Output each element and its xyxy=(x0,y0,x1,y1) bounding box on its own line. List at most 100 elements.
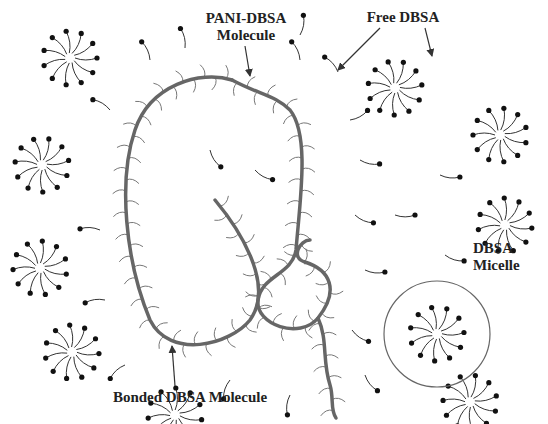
free-dbsa-head xyxy=(377,161,382,166)
surfactant-head xyxy=(484,421,489,424)
surfactant-tail xyxy=(411,328,432,333)
surfactant-tail xyxy=(477,138,496,150)
bonded-dbsa-strand xyxy=(243,274,256,276)
surfactant-tail xyxy=(399,90,419,100)
surfactant-tail xyxy=(448,386,466,399)
bonded-dbsa-strand xyxy=(285,222,298,225)
surfactant-tail xyxy=(393,93,395,115)
free-dbsa-head xyxy=(139,39,144,44)
bonded-dbsa-strand xyxy=(316,282,329,285)
surfactant-tail xyxy=(370,90,390,99)
surfactant-tail xyxy=(501,108,505,130)
surfactant-tail xyxy=(397,62,404,83)
bonded-dbsa-strand xyxy=(233,214,242,224)
surfactant-tail xyxy=(473,383,488,399)
bonded-dbsa-strand xyxy=(273,101,277,114)
free-dbsa-tail xyxy=(440,175,460,178)
free-dbsa-head xyxy=(83,300,88,305)
surfactant-tail xyxy=(475,396,496,401)
surfactant-tail xyxy=(74,43,93,55)
free-dbsa-tail xyxy=(365,270,385,273)
bonded-dbsa-strand xyxy=(156,323,168,329)
surfactant-tail xyxy=(398,92,409,111)
bonded-dbsa-strand xyxy=(316,296,327,304)
bonded-dbsa-strand xyxy=(173,86,177,99)
free-dbsa-head xyxy=(301,13,306,18)
surfactant-tail xyxy=(180,405,200,414)
surfactant-tail xyxy=(473,133,495,135)
surfactant-tail xyxy=(75,58,97,60)
bonded-dbsa-strand xyxy=(131,299,142,306)
surfactant-head xyxy=(417,97,422,102)
bonded-dbsa-strand xyxy=(289,179,302,183)
surfactant-head xyxy=(63,256,68,261)
surfactant-head xyxy=(19,145,24,150)
surfactant-tail xyxy=(500,140,504,162)
surfactant-head xyxy=(486,157,491,162)
free-dbsa-tail xyxy=(180,29,185,48)
bonded-dbsa-strand xyxy=(305,327,312,338)
surfactant-tail xyxy=(489,140,498,160)
surfactant-head xyxy=(41,48,46,53)
surfactant-tail xyxy=(21,148,38,162)
bonded-dbsa-strand xyxy=(220,196,228,206)
free-dbsa-head xyxy=(77,226,82,231)
surfactant-head xyxy=(440,398,445,403)
surfactant-head xyxy=(456,316,461,321)
surfactant-tail xyxy=(439,309,447,329)
free-dbsa-tail xyxy=(365,375,377,391)
bonded-dbsa-strand xyxy=(306,266,315,276)
bonded-dbsa-strand xyxy=(277,259,288,266)
surfactant-head xyxy=(523,140,528,145)
surfactant-tail xyxy=(439,338,449,357)
surfactant-tail xyxy=(72,33,81,53)
surfactant-head xyxy=(79,80,84,85)
bonded-dbsa-strand xyxy=(268,85,276,96)
free-dbsa-tail xyxy=(210,150,221,167)
bonded-dbsa-strand xyxy=(287,201,300,204)
bonded-dbsa-strand xyxy=(254,92,257,105)
surfactant-head xyxy=(43,292,48,297)
free-dbsa-tail xyxy=(287,395,290,415)
surfactant-tail xyxy=(45,269,66,274)
bonded-dbsa-strand xyxy=(153,83,163,92)
surfactant-head xyxy=(67,322,72,327)
bonded-dbsa-strand xyxy=(332,398,345,402)
surfactant-tail xyxy=(40,241,43,263)
surfactant-tail xyxy=(56,331,69,348)
surfactant-tail xyxy=(478,225,500,229)
surfactant-tail xyxy=(420,338,433,355)
surfactant-head xyxy=(66,158,71,163)
surfactant-head xyxy=(475,118,480,123)
bonded-dbsa-strand xyxy=(314,367,327,372)
free-dbsa-molecules xyxy=(77,13,466,418)
free-dbsa-tail xyxy=(395,215,415,217)
bonded-dbsa-strand xyxy=(130,244,143,247)
free-dbsa-tail xyxy=(292,42,300,60)
surfactant-tail xyxy=(28,169,39,188)
micelle-circle: DBSA Micelle xyxy=(383,280,491,388)
surfactant-head xyxy=(93,336,98,341)
surfactant-tail xyxy=(44,59,65,65)
surfactant-tail xyxy=(44,50,65,56)
bonded-dbsa-strand xyxy=(119,256,131,262)
surfactant-head xyxy=(409,340,414,345)
surfactant-head xyxy=(82,326,87,331)
surfactant-head xyxy=(516,199,521,204)
bonded-dbsa-strand xyxy=(212,77,216,90)
free-dbsa-head xyxy=(457,174,462,179)
surfactant-head xyxy=(54,244,59,249)
bonded-dbsa-strand xyxy=(302,168,315,172)
surfactant-tail xyxy=(167,420,174,424)
surfactant-head xyxy=(44,340,49,345)
free-dbsa-label: Free DBSA xyxy=(360,9,446,26)
surfactant-tail xyxy=(446,404,465,415)
surfactant-tail xyxy=(148,415,170,418)
surfactant-tail xyxy=(16,255,35,266)
surfactant-head xyxy=(16,281,21,286)
surfactant-head xyxy=(64,173,69,178)
surfactant-head xyxy=(366,81,371,86)
surfactant-tail xyxy=(443,399,465,402)
free-dbsa-tail xyxy=(93,100,110,110)
surfactant-tail xyxy=(368,83,390,87)
